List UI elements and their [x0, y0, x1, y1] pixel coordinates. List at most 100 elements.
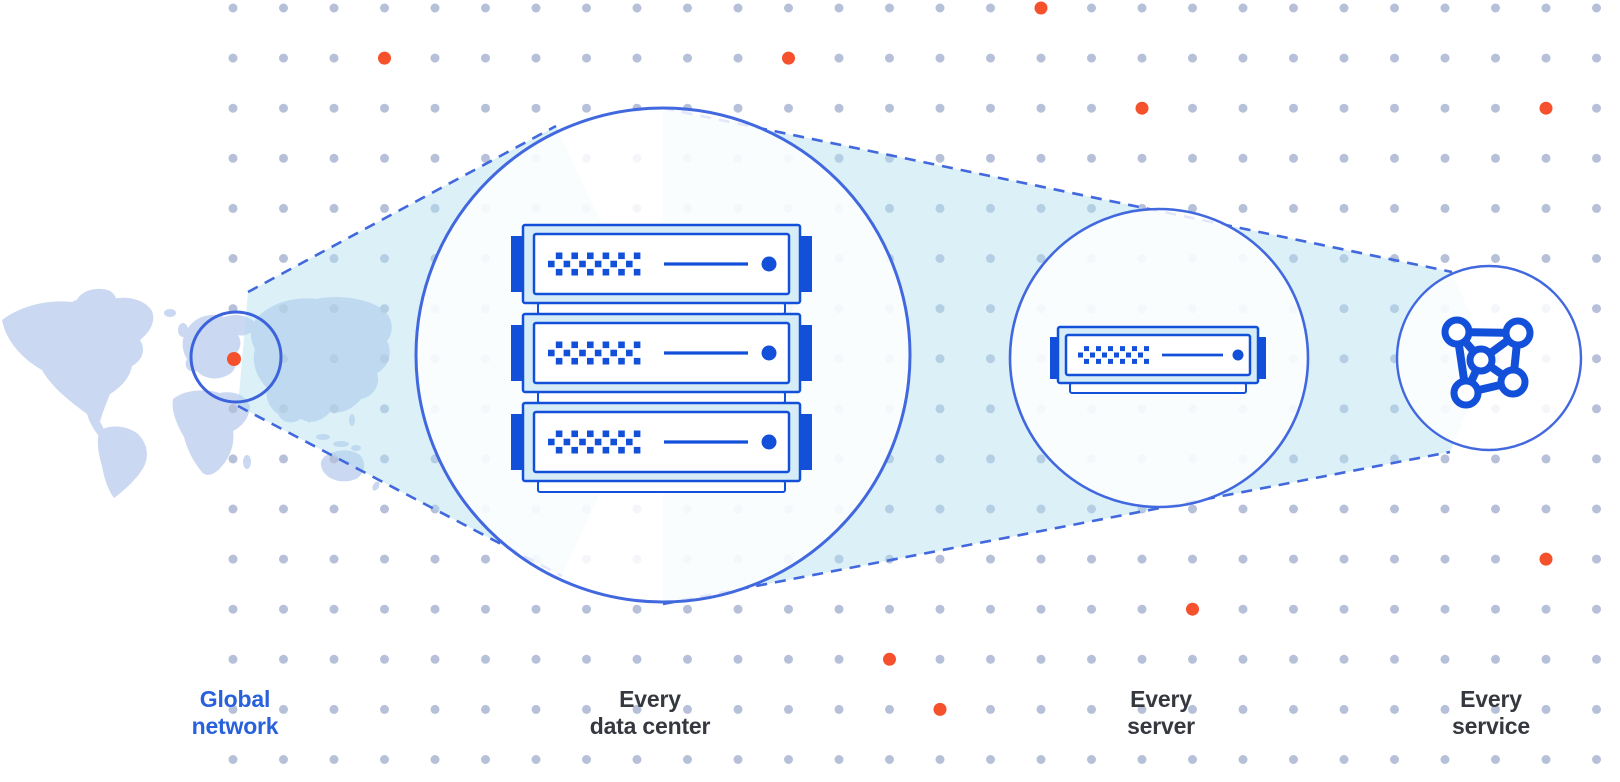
grid-dot	[1541, 654, 1551, 664]
island-new-zealand	[372, 481, 380, 491]
grid-dot	[1440, 604, 1450, 614]
label-every-server: Every server	[1127, 686, 1195, 740]
grid-dot	[1491, 554, 1500, 564]
grid-dot	[279, 454, 288, 464]
panel-pixel	[618, 268, 625, 276]
grid-dot	[1390, 404, 1399, 414]
grid-dot	[1491, 203, 1500, 213]
panel-pixel	[563, 438, 571, 446]
grid-dot	[1440, 3, 1450, 13]
panel-pixel	[633, 430, 641, 438]
grid-dot	[228, 103, 238, 113]
grid-dot	[1036, 654, 1046, 664]
grid-dot	[1390, 504, 1399, 514]
accent-dot	[1539, 101, 1553, 115]
grid-dot	[986, 604, 995, 614]
grid-dot	[1137, 53, 1147, 63]
grid-dot	[1289, 203, 1298, 213]
grid-dot	[228, 254, 238, 263]
grid-dot	[1440, 755, 1450, 764]
grid-dot	[228, 203, 238, 213]
grid-dot	[1036, 554, 1046, 564]
panel-pixel	[610, 260, 617, 268]
grid-dot	[279, 203, 288, 213]
grid-dot	[1289, 454, 1298, 464]
panel-pixel	[555, 430, 563, 438]
grid-dot	[1390, 604, 1399, 614]
label-line: service	[1452, 713, 1530, 739]
grid-dot	[1188, 53, 1197, 63]
panel-pixel	[1144, 346, 1149, 352]
grid-dot	[279, 654, 288, 664]
grid-dot	[1440, 103, 1450, 113]
grid-dot	[935, 254, 945, 263]
grid-dot	[279, 704, 288, 714]
grid-dot	[1592, 454, 1601, 464]
panel-pixel	[626, 260, 633, 268]
grid-dot	[1541, 755, 1551, 764]
grid-dot	[1289, 103, 1298, 113]
grid-dot	[935, 654, 945, 664]
grid-dot	[1592, 554, 1601, 564]
grid-dot	[935, 404, 945, 414]
panel-pixel	[587, 268, 594, 276]
dashed-line-lower-right	[662, 450, 1451, 606]
grid-dot	[279, 604, 288, 614]
grid-dot	[1339, 103, 1349, 113]
grid-dot	[1491, 454, 1500, 464]
panel-pixel	[1102, 352, 1107, 358]
grid-dot	[481, 554, 490, 564]
grid-dot	[329, 53, 339, 63]
grid-dot	[1036, 203, 1046, 213]
grid-dot	[1036, 454, 1046, 464]
grid-dot	[380, 354, 389, 364]
label-line: network	[191, 713, 279, 739]
grid-dot	[1390, 654, 1399, 664]
grid-dot	[481, 704, 490, 714]
grid-dot	[1339, 254, 1349, 263]
panel-pixel	[1138, 352, 1143, 358]
grid-dot	[986, 404, 995, 414]
panel-pixel	[633, 446, 641, 454]
grid-dot	[1592, 604, 1601, 614]
rack-unit-3	[511, 401, 812, 493]
grid-dot	[1339, 153, 1349, 163]
grid-dot	[935, 203, 945, 213]
grid-dot	[986, 203, 995, 213]
grid-dot	[481, 755, 490, 764]
panel-pixel	[555, 357, 563, 365]
grid-dot	[582, 3, 591, 13]
grid-dot	[1188, 654, 1197, 664]
panel-pixel	[602, 357, 610, 365]
grid-dot	[885, 604, 894, 614]
grid-dot	[228, 454, 238, 464]
grid-dot	[1137, 704, 1147, 714]
grid-dot	[1339, 404, 1349, 414]
panel-pixel	[587, 446, 594, 454]
grid-dot	[1440, 53, 1450, 63]
grid-dot	[1036, 103, 1046, 113]
grid-dot	[1390, 3, 1399, 13]
dashed-line-upper-right	[662, 106, 1453, 274]
grid-dot	[1440, 454, 1450, 464]
panel-pixel	[1084, 346, 1089, 352]
grid-dot	[279, 504, 288, 514]
panel-pixel	[587, 357, 594, 365]
grid-dot	[1339, 554, 1349, 564]
grid-dot	[935, 103, 945, 113]
continent-south-america	[97, 426, 147, 498]
grid-dot	[228, 604, 238, 614]
grid-dot	[1137, 3, 1147, 13]
grid-dot	[1188, 153, 1197, 163]
grid-dot	[834, 704, 844, 714]
grid-dot	[1137, 755, 1147, 764]
grid-dot	[986, 254, 995, 263]
island-madagascar	[243, 455, 251, 469]
grid-dot	[279, 755, 288, 764]
grid-dot	[1238, 604, 1248, 614]
panel-pixel	[618, 357, 625, 365]
grid-dot	[1087, 203, 1096, 213]
grid-dot	[1491, 153, 1500, 163]
grid-dot	[1390, 153, 1399, 163]
panel-pixel	[602, 430, 610, 438]
